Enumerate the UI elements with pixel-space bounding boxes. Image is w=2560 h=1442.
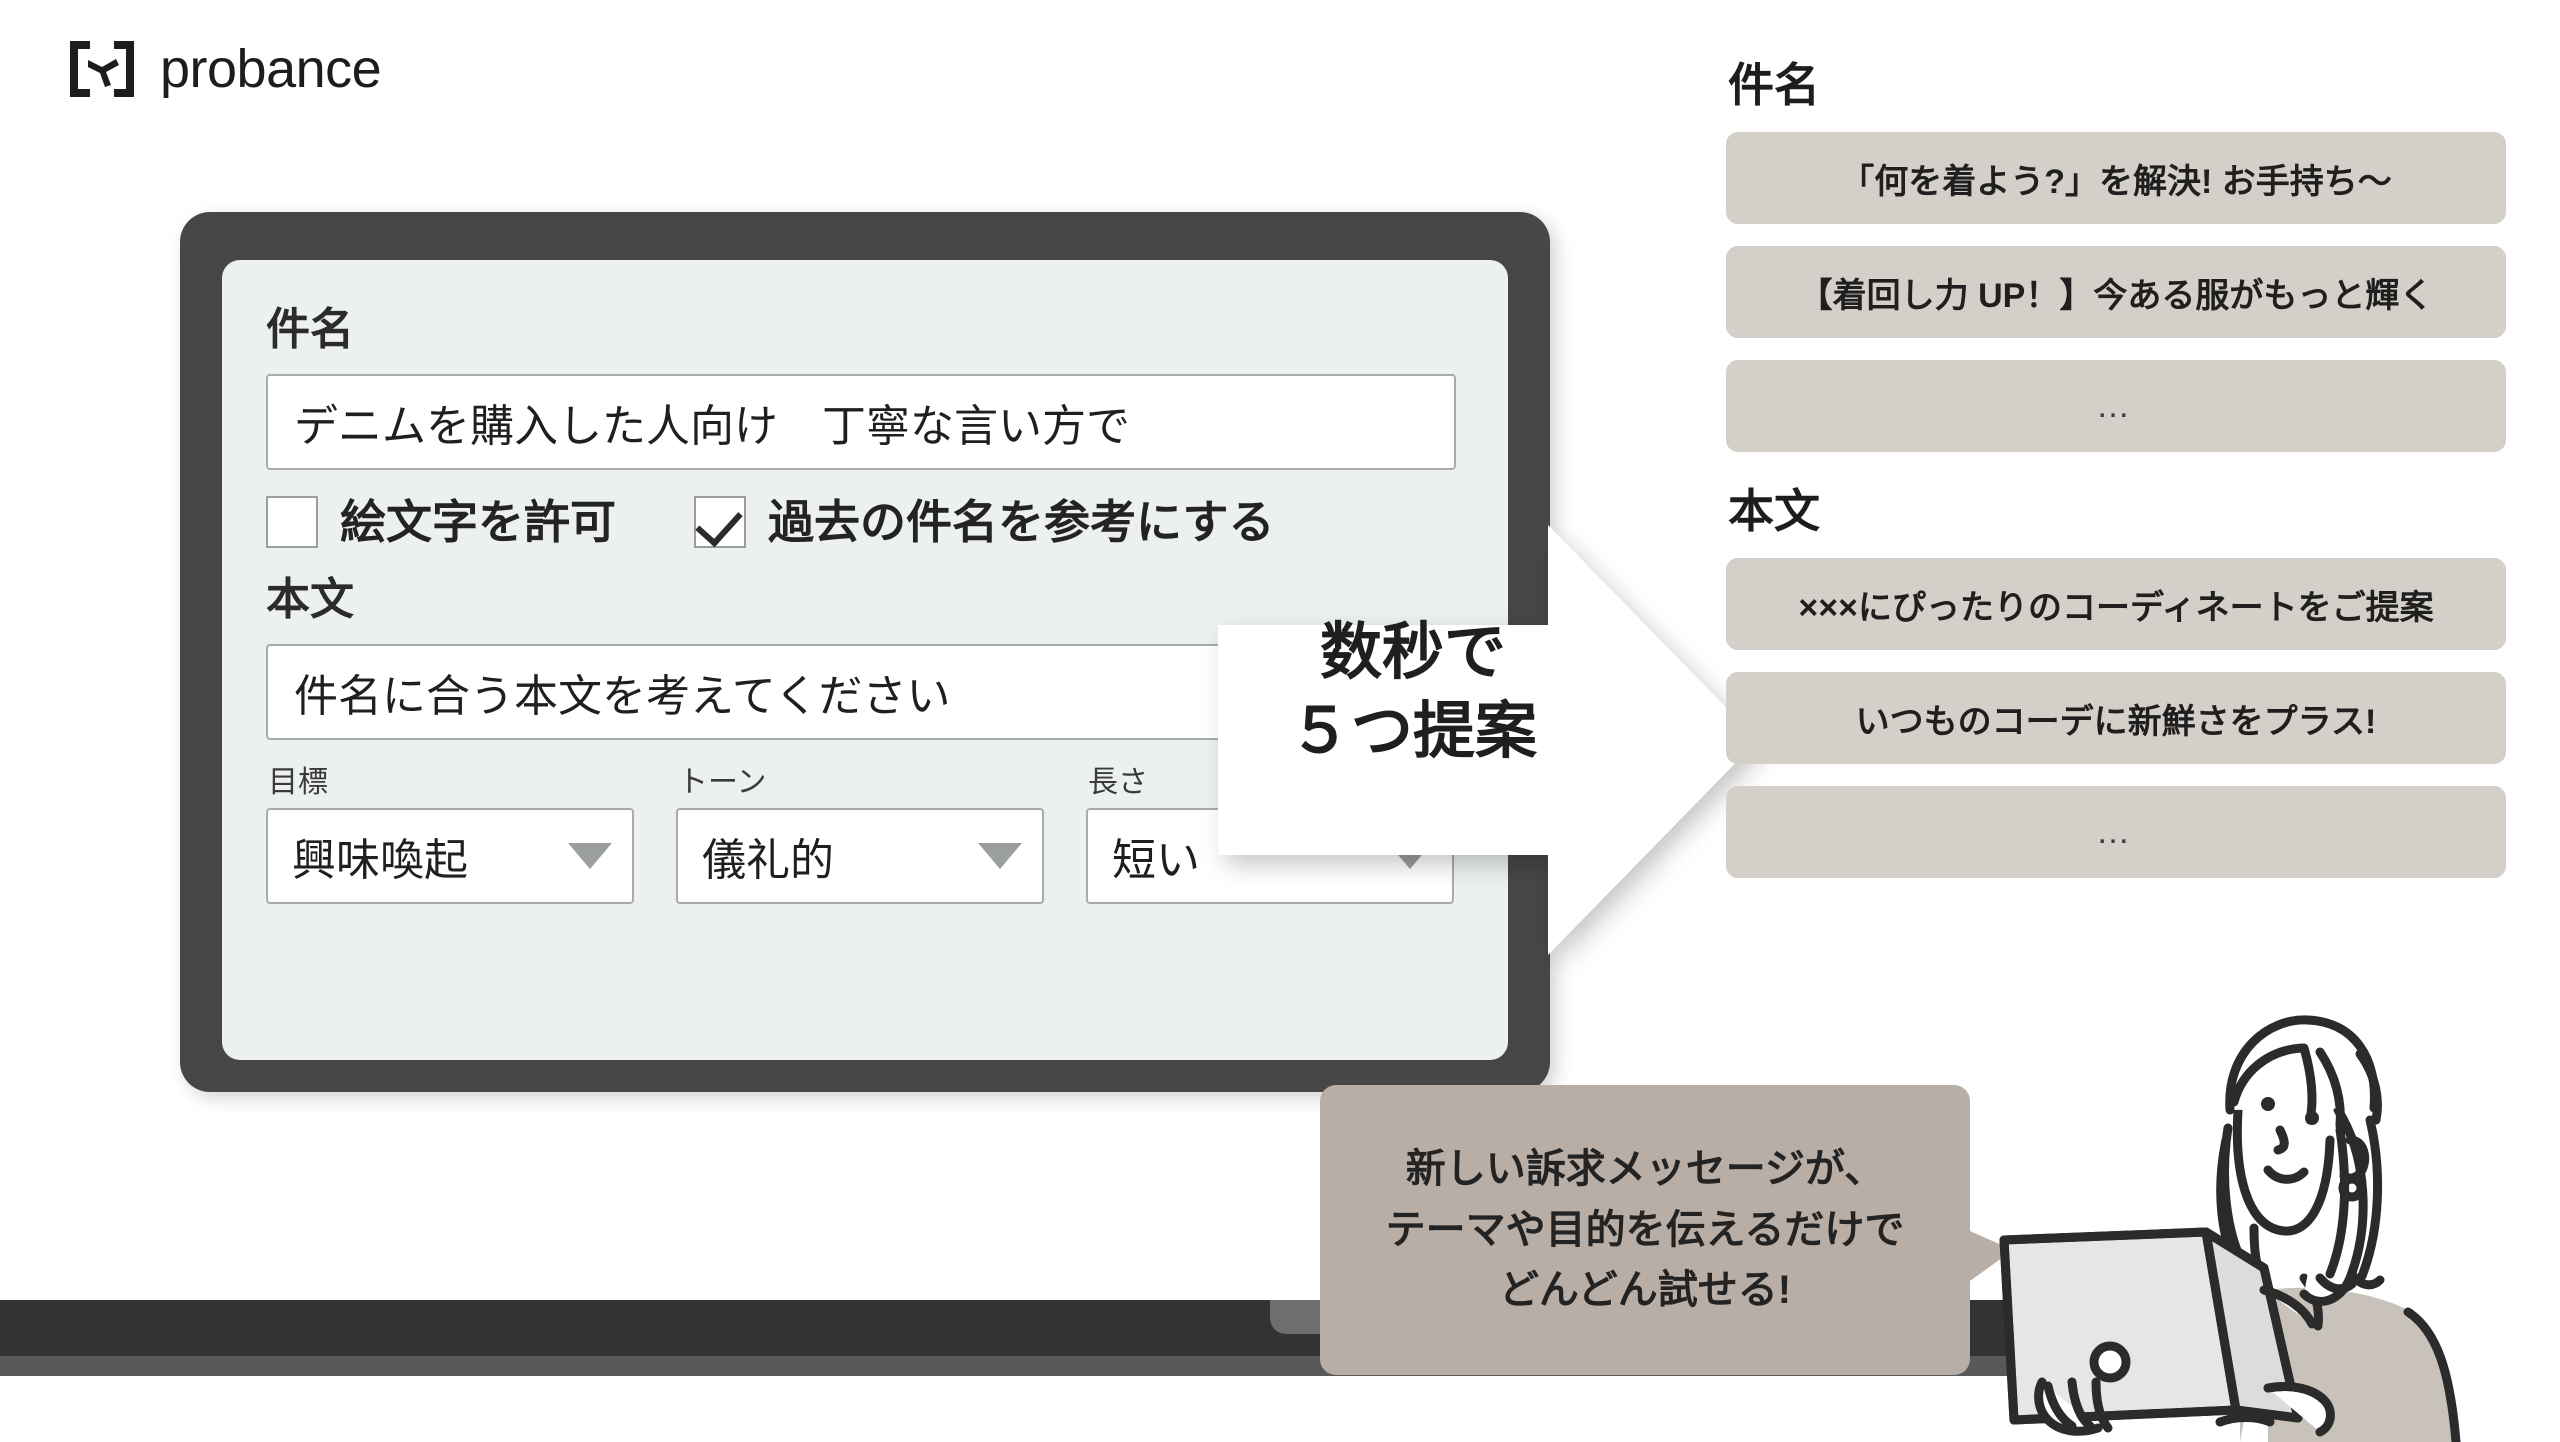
- chevron-down-icon: [568, 843, 612, 869]
- callout-line3: どんどん試せる!: [1498, 1268, 1792, 1313]
- select-goal-caption: 目標: [268, 766, 328, 799]
- body-section-label: 本文: [266, 575, 354, 624]
- checkbox-use-past-subjects[interactable]: 過去の件名を参考にする: [694, 496, 1274, 548]
- results-subject-heading: 件名: [1728, 59, 1820, 111]
- result-card-subject-more[interactable]: …: [1726, 360, 2506, 452]
- checkbox-allow-emoji[interactable]: 絵文字を許可: [266, 496, 616, 548]
- select-tone-caption: トーン: [678, 766, 767, 799]
- results-column: 件名 「何を着よう?」を解決! お手持ち〜 【着回し力 UP！】今ある服がもっと…: [1726, 62, 2506, 900]
- checkbox-allow-emoji-label: 絵文字を許可: [340, 496, 616, 548]
- select-goal-control[interactable]: 興味喚起: [266, 808, 634, 904]
- result-card-subject-1[interactable]: 「何を着よう?」を解決! お手持ち〜: [1726, 132, 2506, 224]
- result-card-body-1[interactable]: ×××にぴったりのコーディネートをご提案: [1726, 558, 2506, 650]
- results-body-heading: 本文: [1728, 485, 1820, 537]
- callout-line2: テーマや目的を伝えるだけで: [1385, 1207, 1905, 1252]
- process-arrow: 数秒で ５つ提案: [1218, 525, 1758, 955]
- select-tone-control[interactable]: 儀礼的: [676, 808, 1044, 904]
- result-card-subject-2[interactable]: 【着回し力 UP！】今ある服がもっと輝く: [1726, 246, 2506, 338]
- generation-form: 件名 デニムを購入した人向け 丁寧な言い方で 絵文字を許可 過去の件名を参考にす…: [266, 308, 1496, 904]
- callout-bubble-text: 新しい訴求メッセージが、 テーマや目的を伝えるだけで どんどん試せる!: [1386, 1139, 1905, 1321]
- select-goal: 目標 興味喚起: [266, 768, 634, 904]
- process-arrow-line2: ５つ提案: [1288, 697, 1537, 767]
- subject-input[interactable]: デニムを購入した人向け 丁寧な言い方で: [266, 374, 1456, 470]
- subject-section-label: 件名: [266, 305, 354, 354]
- checkbox-use-past-subjects-box[interactable]: [694, 496, 746, 548]
- checkbox-use-past-subjects-label: 過去の件名を参考にする: [768, 496, 1275, 548]
- subject-options-row: 絵文字を許可 過去の件名を参考にする: [266, 496, 1496, 548]
- result-card-body-2[interactable]: いつものコーデに新鮮さをプラス!: [1726, 672, 2506, 764]
- checkbox-allow-emoji-box[interactable]: [266, 496, 318, 548]
- callout-bubble: 新しい訴求メッセージが、 テーマや目的を伝えるだけで どんどん試せる!: [1320, 1085, 1970, 1375]
- select-length-caption: 長さ: [1088, 766, 1148, 799]
- process-arrow-text: 数秒で ５つ提案: [1248, 613, 1578, 772]
- select-tone: トーン 儀礼的: [676, 768, 1044, 904]
- person-with-laptop-illustration: [1968, 990, 2560, 1442]
- bracket-y-icon: [66, 38, 138, 100]
- select-length-value: 短い: [1112, 836, 1200, 885]
- select-tone-value: 儀礼的: [702, 836, 834, 885]
- process-arrow-line1: 数秒で: [1319, 618, 1506, 687]
- callout-line1: 新しい訴求メッセージが、: [1405, 1146, 1885, 1191]
- brand-name: probance: [160, 39, 382, 99]
- result-card-body-more[interactable]: …: [1726, 786, 2506, 878]
- select-goal-value: 興味喚起: [292, 836, 468, 885]
- brand-logo: probance: [66, 38, 382, 100]
- chevron-down-icon: [978, 843, 1022, 869]
- parameter-selects: 目標 興味喚起 トーン 儀礼的 長さ: [266, 768, 1496, 904]
